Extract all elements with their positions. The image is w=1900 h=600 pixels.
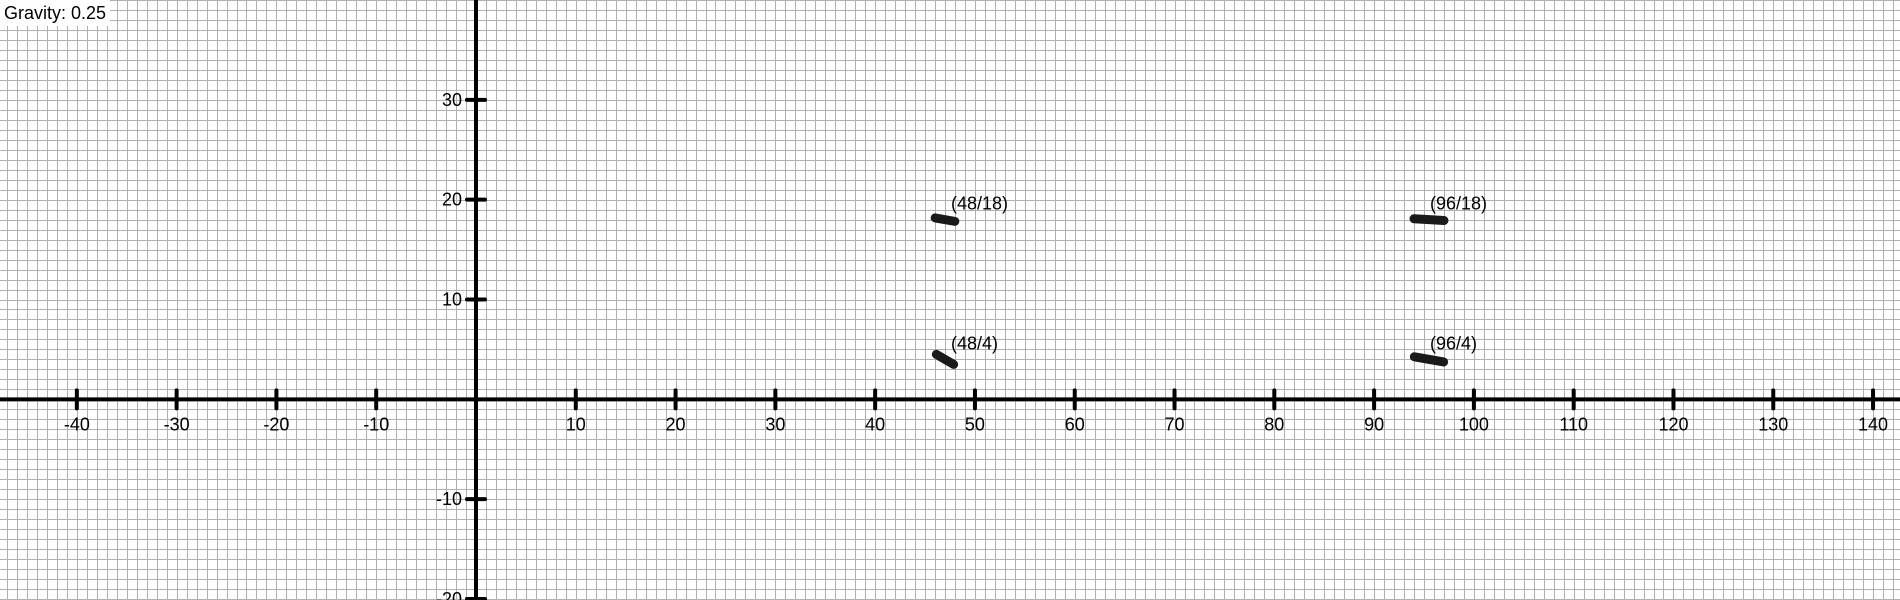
gravity-value: 0.25 [71, 3, 107, 23]
x-tick-label: 90 [1364, 414, 1384, 434]
points: (48/18) (96/18) (48/4) (96/4) [930, 194, 1487, 369]
x-tick-label: 130 [1758, 414, 1788, 434]
gravity-label: Gravity: [4, 3, 67, 23]
gravity-readout: Gravity: 0.25 [0, 0, 111, 26]
point-label: (96/4) [1430, 333, 1477, 353]
y-tick-label: 20 [442, 190, 462, 210]
x-tick-label: 100 [1459, 414, 1489, 434]
x-tick-label: 140 [1858, 414, 1888, 434]
point-label: (96/18) [1430, 194, 1487, 214]
axis-ticks: -40 -30 -20 -10 10 20 30 40 50 60 70 80 90 100 110 120 1… [64, 90, 1888, 600]
y-tick-label: 10 [442, 290, 462, 310]
point-marker [1409, 214, 1449, 226]
x-tick-label: 20 [666, 414, 686, 434]
x-tick-label: 110 [1559, 414, 1588, 434]
x-tick-label: -10 [363, 414, 389, 434]
x-tick-label: 10 [566, 414, 586, 434]
point-marker [931, 349, 959, 369]
x-tick-label: 50 [965, 414, 985, 434]
y-tick-label: -10 [436, 489, 462, 509]
y-tick-label: -20 [436, 589, 462, 600]
x-tick-label: 70 [1165, 414, 1185, 434]
x-tick-label: 30 [765, 414, 785, 434]
point-marker [930, 213, 960, 226]
x-tick-label: 40 [865, 414, 885, 434]
x-tick-label: -30 [164, 414, 190, 434]
x-tick-label: -20 [263, 414, 289, 434]
x-tick-label: 60 [1065, 414, 1085, 434]
point-label: (48/18) [951, 194, 1008, 214]
x-tick-label: 80 [1264, 414, 1284, 434]
point-label: (48/4) [951, 333, 998, 353]
x-tick-label: 120 [1658, 414, 1688, 434]
y-tick-label: 30 [442, 90, 462, 110]
x-tick-label: -40 [64, 414, 90, 434]
point-marker [1409, 352, 1449, 367]
